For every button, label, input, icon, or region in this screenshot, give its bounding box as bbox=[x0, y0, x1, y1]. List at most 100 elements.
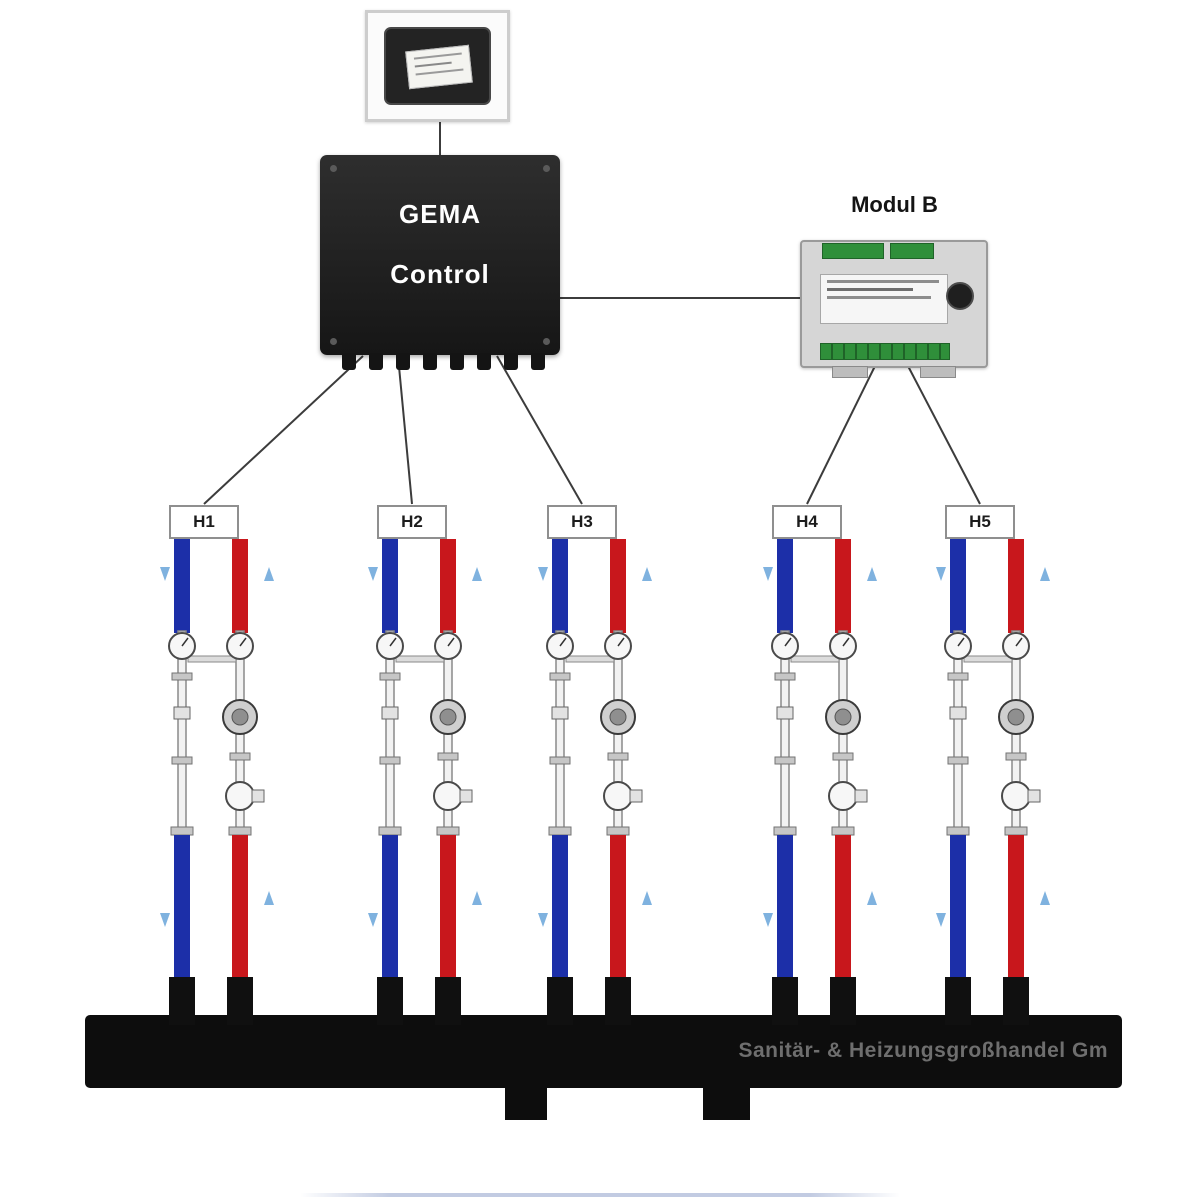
gauge-needle bbox=[784, 637, 792, 647]
flange bbox=[379, 672, 401, 681]
heating-circuit-h5: H5 bbox=[933, 505, 1053, 1030]
heating-circuit-h4: H4 bbox=[760, 505, 880, 1030]
return-pipe-top bbox=[835, 539, 851, 633]
connector-tab bbox=[450, 353, 464, 370]
return-pipe-bottom bbox=[610, 835, 626, 987]
supply-pipe-bottom bbox=[174, 835, 190, 987]
flange bbox=[171, 672, 193, 681]
flow-arrow-icon bbox=[867, 567, 877, 581]
pump-core bbox=[1007, 708, 1025, 726]
circuit-label: H4 bbox=[772, 505, 842, 539]
supply-manifold: Sanitär- & Heizungsgroßhandel Gm bbox=[85, 1015, 1122, 1088]
flange bbox=[831, 826, 855, 836]
balancing-valve bbox=[551, 706, 569, 720]
supply-column bbox=[555, 630, 565, 832]
circuit-graphic bbox=[368, 539, 482, 1025]
flange bbox=[171, 756, 193, 765]
din-rail-tab bbox=[832, 366, 868, 378]
manifold-connector bbox=[377, 977, 403, 1025]
gauge-needle bbox=[559, 637, 567, 647]
valve-handle bbox=[629, 789, 643, 803]
flange bbox=[774, 756, 796, 765]
gauge-needle bbox=[181, 637, 189, 647]
flange bbox=[947, 672, 969, 681]
pump-core bbox=[834, 708, 852, 726]
connector-tab bbox=[531, 353, 545, 370]
cross-link-pipe bbox=[395, 655, 445, 663]
screw-icon bbox=[543, 165, 550, 172]
modul-label-area bbox=[820, 274, 948, 324]
connector-tab bbox=[504, 353, 518, 370]
flange bbox=[1005, 752, 1027, 761]
valve-handle bbox=[1027, 789, 1041, 803]
circuit-label: H1 bbox=[169, 505, 239, 539]
wire-gema-to-h3 bbox=[496, 355, 583, 505]
flange bbox=[549, 756, 571, 765]
circuit-graphic bbox=[538, 539, 652, 1025]
connector-tab bbox=[396, 353, 410, 370]
heating-circuit-h3: H3 bbox=[535, 505, 655, 1030]
flange bbox=[548, 826, 572, 836]
supply-column bbox=[385, 630, 395, 832]
manifold-connector bbox=[435, 977, 461, 1025]
circuit-graphic bbox=[936, 539, 1050, 1025]
gauge-needle bbox=[239, 637, 247, 647]
flange bbox=[228, 826, 252, 836]
display-screen bbox=[384, 27, 491, 105]
pump-core bbox=[609, 708, 627, 726]
flow-arrow-icon bbox=[368, 567, 378, 581]
balancing-valve bbox=[381, 706, 399, 720]
cross-link-pipe bbox=[790, 655, 840, 663]
cross-link-pipe bbox=[963, 655, 1013, 663]
circuit-label: H3 bbox=[547, 505, 617, 539]
wire-gema-to-h1 bbox=[203, 355, 364, 505]
heating-circuit-h1: H1 bbox=[157, 505, 277, 1030]
manifold-stub bbox=[505, 1086, 547, 1120]
manifold-stub bbox=[703, 1086, 750, 1120]
supply-pipe-bottom bbox=[382, 835, 398, 987]
flange bbox=[774, 672, 796, 681]
manifold-connector bbox=[169, 977, 195, 1025]
wire-gema-to-h2 bbox=[397, 355, 413, 505]
flow-arrow-icon bbox=[160, 913, 170, 927]
gema-title-line1: GEMA bbox=[399, 199, 481, 229]
terminal-block bbox=[822, 243, 884, 259]
din-rail-tab bbox=[920, 366, 956, 378]
flange bbox=[946, 826, 970, 836]
supply-column bbox=[953, 630, 963, 832]
pump-core bbox=[439, 708, 457, 726]
cross-link-pipe bbox=[565, 655, 615, 663]
flange bbox=[947, 756, 969, 765]
supply-pipe-bottom bbox=[950, 835, 966, 987]
check-valve bbox=[225, 781, 255, 811]
circuit-label: H5 bbox=[945, 505, 1015, 539]
modul-b-device bbox=[800, 240, 988, 378]
heating-circuit-h2: H2 bbox=[365, 505, 485, 1030]
pump-core bbox=[231, 708, 249, 726]
flange bbox=[437, 752, 459, 761]
gema-control-box: GEMA Control bbox=[320, 155, 560, 370]
circuit-graphic bbox=[763, 539, 877, 1025]
gauge-needle bbox=[842, 637, 850, 647]
supply-pipe-top bbox=[950, 539, 966, 633]
screw-icon bbox=[543, 338, 550, 345]
flange bbox=[379, 756, 401, 765]
wire-modul-to-h4 bbox=[806, 365, 876, 505]
return-pipe-bottom bbox=[440, 835, 456, 987]
manifold-connector bbox=[547, 977, 573, 1025]
terminal-block bbox=[890, 243, 934, 259]
valve-handle bbox=[854, 789, 868, 803]
flow-arrow-icon bbox=[160, 567, 170, 581]
flow-arrow-icon bbox=[538, 567, 548, 581]
supply-pipe-top bbox=[777, 539, 793, 633]
supply-column bbox=[177, 630, 187, 832]
flange bbox=[773, 826, 797, 836]
manifold-connector bbox=[605, 977, 631, 1025]
cross-link-pipe bbox=[187, 655, 237, 663]
wire-modul-to-h5 bbox=[907, 365, 981, 505]
gauge-needle bbox=[389, 637, 397, 647]
check-valve bbox=[603, 781, 633, 811]
flow-arrow-icon bbox=[642, 891, 652, 905]
return-pipe-bottom bbox=[232, 835, 248, 987]
